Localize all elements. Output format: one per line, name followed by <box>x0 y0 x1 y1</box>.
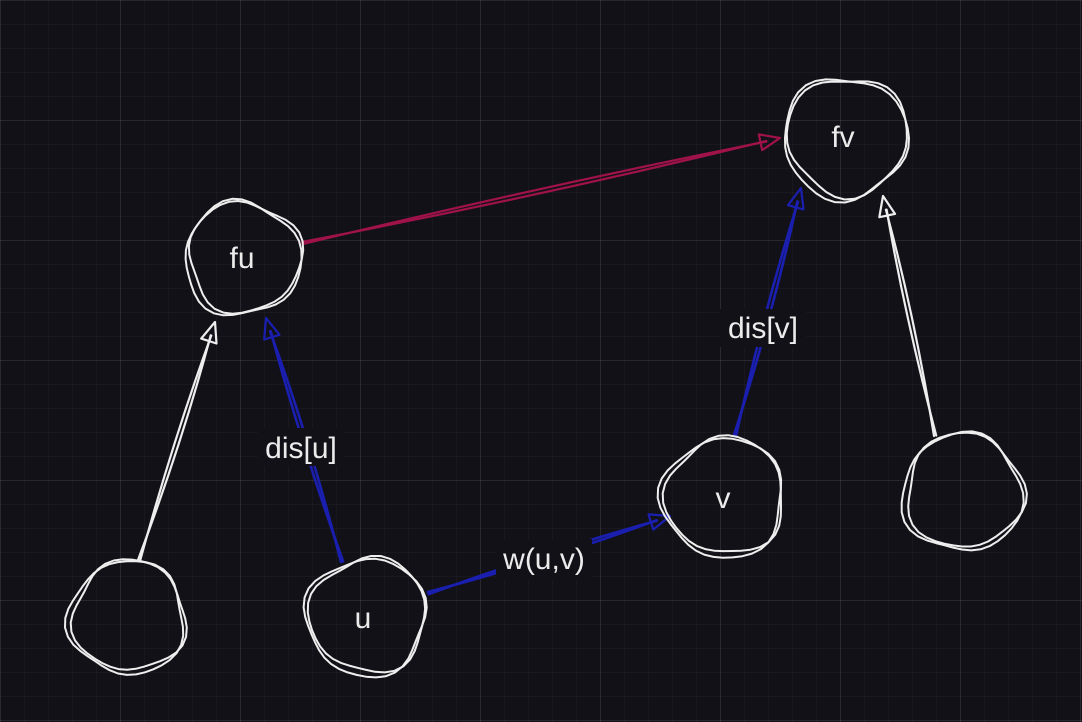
node-fu[interactable]: fu <box>184 197 305 317</box>
arrowhead-icon <box>757 133 782 152</box>
edge-line-stroke <box>139 334 213 562</box>
node-bottom-left[interactable] <box>64 558 188 676</box>
edge-label-w-u-v-text: w(u,v) <box>502 543 585 576</box>
edge-fu-to-fv[interactable] <box>300 133 782 246</box>
arrowhead-icon <box>786 186 805 211</box>
node-outline-stroke <box>306 555 427 674</box>
edge-line-stroke <box>301 140 768 246</box>
arrowhead-icon <box>200 320 218 345</box>
node-fv-label: fv <box>831 121 854 154</box>
node-v-label: v <box>716 482 731 515</box>
edge-label-dis-v: dis[v] <box>720 309 806 347</box>
node-outline-stroke <box>900 430 1025 552</box>
node-v[interactable]: v <box>656 434 783 559</box>
arrowhead-icon <box>647 513 672 531</box>
edge-label-w-u-v: w(u,v) <box>496 539 592 579</box>
node-u-label: u <box>355 602 372 635</box>
node-outline-stroke <box>69 558 188 671</box>
node-u[interactable]: u <box>302 555 428 679</box>
node-fu-label: fu <box>229 242 254 275</box>
edge-right-to-fv[interactable] <box>878 194 938 438</box>
node-outline-stroke <box>785 80 908 201</box>
node-outline-stroke <box>184 197 303 317</box>
node-right[interactable] <box>900 430 1028 552</box>
node-outline-stroke <box>661 434 782 553</box>
node-outline-stroke <box>907 431 1028 548</box>
node-outline-stroke <box>187 200 305 315</box>
edge-label-dis-v-text: dis[v] <box>728 312 798 345</box>
arrowhead-icon <box>878 194 897 219</box>
node-outline-stroke <box>656 437 783 559</box>
edge-label-dis-u-text: dis[u] <box>265 432 337 465</box>
edge-bottom-left-to-fu[interactable] <box>136 320 218 562</box>
node-fv[interactable]: fv <box>784 78 910 204</box>
edge-line-stroke <box>885 208 938 437</box>
arrowhead-icon <box>263 316 281 341</box>
edge-label-dis-u: dis[u] <box>258 428 344 466</box>
